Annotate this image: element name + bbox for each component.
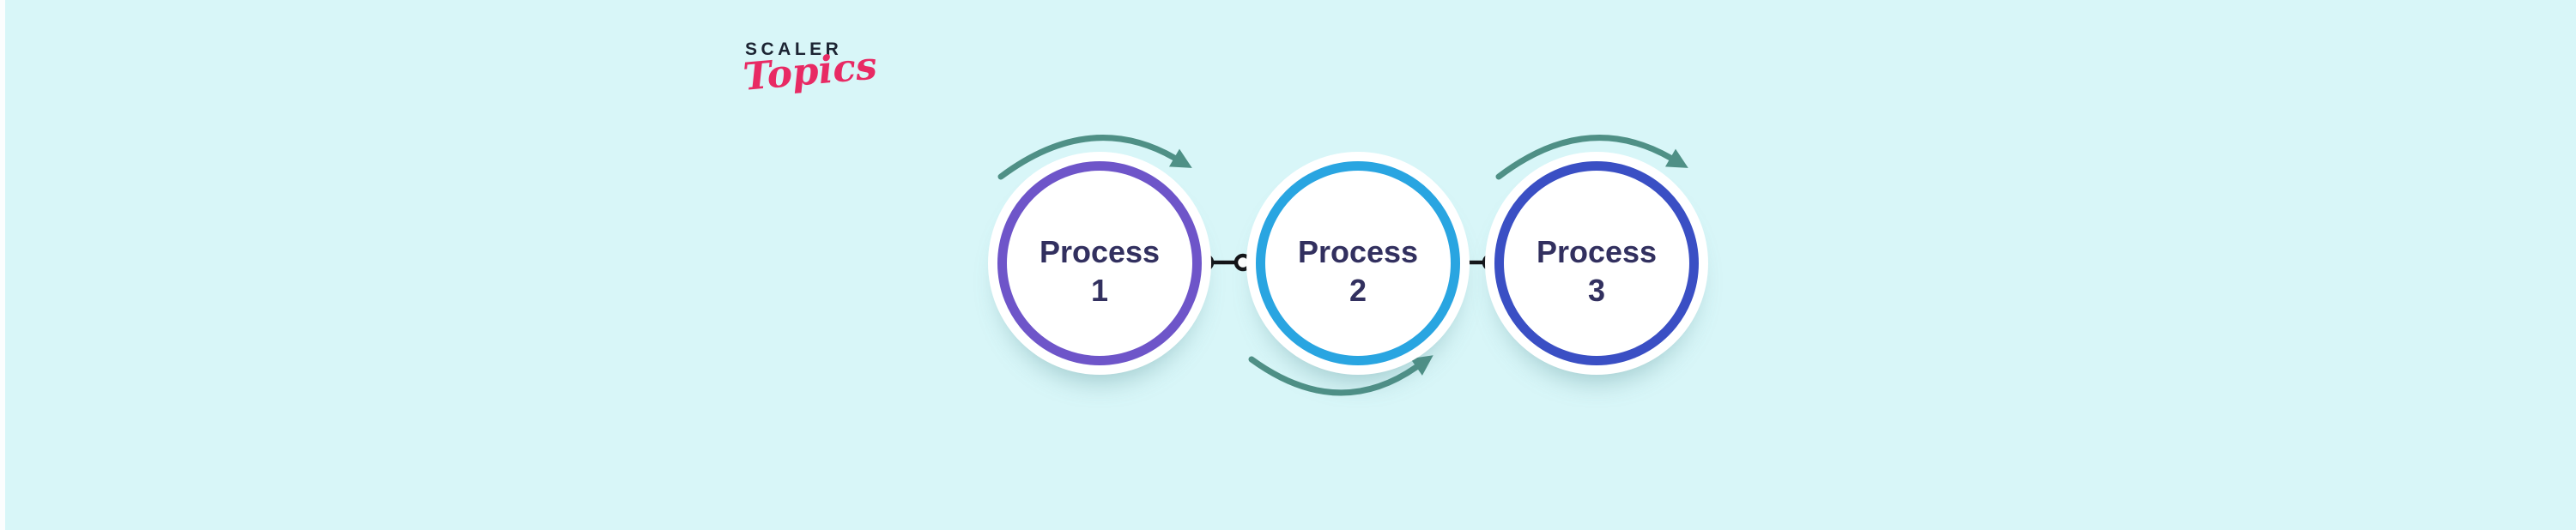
connector-dot bbox=[1233, 253, 1252, 272]
node-process-3: Process 3 bbox=[1494, 161, 1699, 365]
node-process-1: Process 1 bbox=[997, 161, 1202, 365]
node-number: 2 bbox=[1349, 273, 1367, 308]
node-process-2: Process 2 bbox=[1256, 161, 1460, 365]
arrowhead-icon bbox=[1169, 148, 1192, 168]
node-number: 1 bbox=[1090, 273, 1108, 308]
logo-subtitle-text: Topics bbox=[741, 44, 879, 99]
arrowhead-icon bbox=[1665, 148, 1688, 168]
node-number: 3 bbox=[1587, 273, 1605, 308]
connector-1-2 bbox=[1196, 253, 1252, 272]
node-label: Process bbox=[1039, 234, 1161, 269]
scaler-logo: SCALER Topics bbox=[741, 39, 882, 99]
arrowhead-icon bbox=[1410, 355, 1433, 376]
page-left-edge bbox=[0, 0, 5, 530]
logo-brand-text: SCALER bbox=[745, 39, 843, 59]
node-label: Process bbox=[1297, 234, 1419, 269]
node-label: Process bbox=[1536, 234, 1658, 269]
